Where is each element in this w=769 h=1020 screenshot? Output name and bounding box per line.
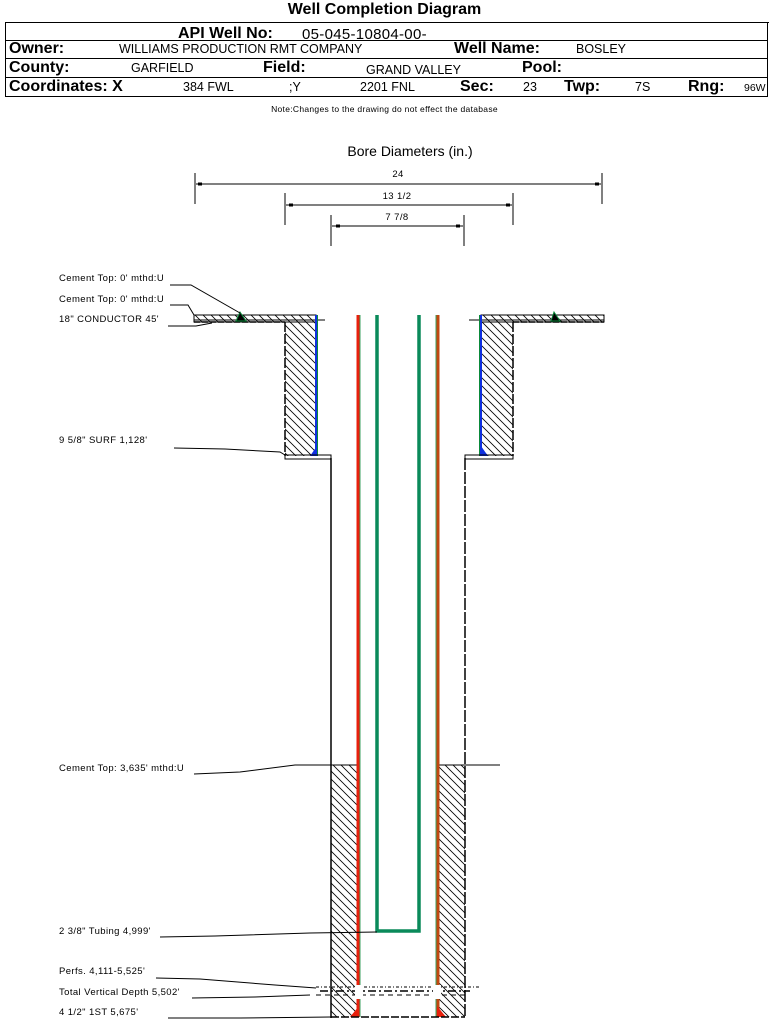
conductor-cement-right [480,314,605,323]
surface-casing [284,315,514,460]
label-perforations: Perfs. 4,111-5,525' [59,966,145,977]
api-value: 05-045-10804-00- [302,26,427,43]
conductor-casing [193,310,605,323]
county-row: County: GARFIELD Field: GRAND VALLEY Poo… [5,59,768,78]
production-cement-left [331,765,358,1017]
county-label: County: [9,59,70,76]
production-casing [331,315,465,1018]
perforations [316,985,480,999]
label-tubing: 2 3/8" Tubing 4,999' [59,926,151,937]
label-production-casing: 4 1/2" 1ST 5,675' [59,1007,138,1018]
api-row [5,22,768,41]
surface-cement-right [481,322,513,456]
leader-line [159,931,378,938]
field-label: Field: [263,59,306,76]
label-conductor: 18" CONDUCTOR 45' [59,314,159,325]
cement-top-marker-right [550,310,561,322]
y-label: ;Y [289,80,301,94]
surface-shoe-right [481,446,488,456]
tubing-string [375,315,421,933]
dim-arrow [456,224,460,228]
leader-line [191,994,311,999]
leader-line [170,284,241,314]
sec-label: Sec: [460,78,494,95]
header-top-border [5,22,769,23]
disclaimer-note: Note:Changes to the drawing do not effec… [271,104,498,114]
dim-arrow [198,182,202,186]
rng-value: 96W [744,82,766,94]
leader-line [168,1016,332,1019]
surface-bottom-right [464,454,514,460]
production-shoe-right [437,1006,446,1017]
well-name-label: Well Name: [454,40,540,57]
label-total-vertical-depth: Total Vertical Depth 5,502' [59,987,180,998]
annotations: Cement Top: 0' mthd:U Cement Top: 0' mth… [59,273,378,1019]
perf-gap-left [355,985,363,999]
perf-gap-right [433,985,441,999]
twp-label: Twp: [564,78,601,95]
bore-dim-label: 13 1/2 [383,191,412,202]
bore-dim-label: 7 7/8 [385,212,408,223]
owner-row: Owner: WILLIAMS PRODUCTION RMT COMPANY W… [5,40,768,59]
leader-line [173,447,286,456]
coordinates-label: Coordinates: X [9,78,123,95]
leader-line [155,977,317,989]
surface-shoe-left [310,446,317,456]
rng-label: Rng: [688,78,725,95]
bore-dimension-13-1-2: 13 1/2 [284,191,514,225]
pool-label: Pool: [522,59,562,76]
well-name-value: BOSLEY [576,42,627,56]
sec-value: 23 [523,80,537,94]
label-surface-casing: 9 5/8" SURF 1,128' [59,435,147,446]
bore-dim-label: 24 [392,169,403,180]
production-shoe-left [350,1006,359,1017]
dim-arrow [289,203,293,207]
coordinates-row: Coordinates: X 384 FWL ;Y 2201 FNL Sec: … [5,78,768,97]
page-title: Well Completion Diagram [287,1,482,18]
county-value: GARFIELD [131,61,194,75]
y-value: 2201 FNL [360,80,415,94]
api-label: API Well No: [178,25,273,42]
x-value: 384 FWL [183,80,234,94]
tubing [375,315,421,933]
leader-line [170,304,195,316]
leader-line [193,764,331,775]
label-cement-top-2: Cement Top: 0' mthd:U [59,294,164,305]
field-value: GRAND VALLEY [366,63,461,77]
bore-dimension-24: 24 [194,169,603,204]
owner-label: Owner: [9,40,65,57]
cement-top-marker-left [235,310,247,322]
label-cement-top-3: Cement Top: 3,635' mthd:U [59,763,184,774]
leader-line [168,322,213,327]
bore-dimension-7-7-8: 7 7/8 [330,212,465,246]
surface-cement-left [285,322,316,456]
label-cement-top-1: Cement Top: 0' mthd:U [59,273,164,284]
surface-bottom-left [284,454,332,460]
production-cement-right [438,765,465,1017]
dim-arrow [336,224,340,228]
dim-arrow [506,203,510,207]
owner-value: WILLIAMS PRODUCTION RMT COMPANY [119,42,363,56]
twp-value: 7S [635,80,651,94]
dim-arrow [595,182,599,186]
bore-diameters-title: Bore Diameters (in.) [347,143,472,159]
conductor-cement-left [193,314,317,323]
